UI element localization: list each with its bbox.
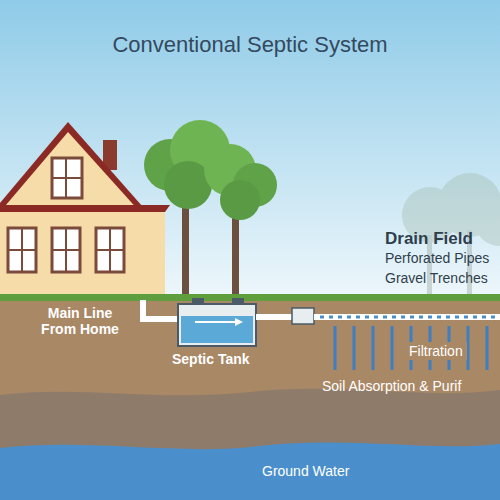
filtration-line bbox=[372, 326, 375, 370]
filtration-line bbox=[391, 326, 394, 370]
field-note: Gravel Trenches bbox=[385, 270, 488, 286]
perforation bbox=[446, 316, 450, 319]
filtration-line bbox=[486, 326, 489, 370]
filtration-lines bbox=[335, 326, 487, 370]
layer-label: Soil Absorption & Purif bbox=[322, 378, 461, 394]
title: Conventional Septic System bbox=[0, 32, 500, 57]
topsoil bbox=[0, 298, 500, 398]
perforation bbox=[329, 316, 333, 319]
sky bbox=[0, 0, 500, 300]
pipe-down bbox=[140, 300, 146, 322]
perforation bbox=[320, 316, 324, 319]
perforation bbox=[374, 316, 378, 319]
groundwater bbox=[0, 443, 500, 500]
pipe-label: Main Line From Home bbox=[30, 305, 130, 337]
distribution-box bbox=[292, 308, 314, 324]
perforation bbox=[392, 316, 396, 319]
perforation bbox=[347, 316, 351, 319]
filtration-line bbox=[353, 326, 356, 370]
septic-tank bbox=[178, 298, 256, 346]
layer-label: Filtration bbox=[405, 342, 467, 360]
outlet-pipe bbox=[256, 314, 292, 320]
field-note: Perforated Pipes bbox=[385, 250, 489, 266]
perforation bbox=[365, 316, 369, 319]
perforation bbox=[338, 316, 342, 319]
perforated-pipe bbox=[314, 314, 500, 320]
layer-label: Ground Water bbox=[262, 463, 349, 479]
perforation bbox=[455, 316, 459, 319]
perforation bbox=[428, 316, 432, 319]
pipe-perforations bbox=[320, 316, 495, 319]
tank-label: Septic Tank bbox=[172, 351, 250, 367]
field-heading: Drain Field bbox=[385, 229, 473, 249]
house bbox=[0, 122, 170, 300]
perforation bbox=[401, 316, 405, 319]
perforation bbox=[464, 316, 468, 319]
perforation bbox=[356, 316, 360, 319]
perforation bbox=[482, 316, 486, 319]
filtration-line bbox=[334, 326, 337, 370]
perforation bbox=[437, 316, 441, 319]
perforation bbox=[383, 316, 387, 319]
grass bbox=[0, 294, 500, 301]
filtration-line bbox=[467, 326, 470, 370]
perforation bbox=[419, 316, 423, 319]
perforation bbox=[473, 316, 477, 319]
perforation bbox=[410, 316, 414, 319]
perforation bbox=[491, 316, 495, 319]
